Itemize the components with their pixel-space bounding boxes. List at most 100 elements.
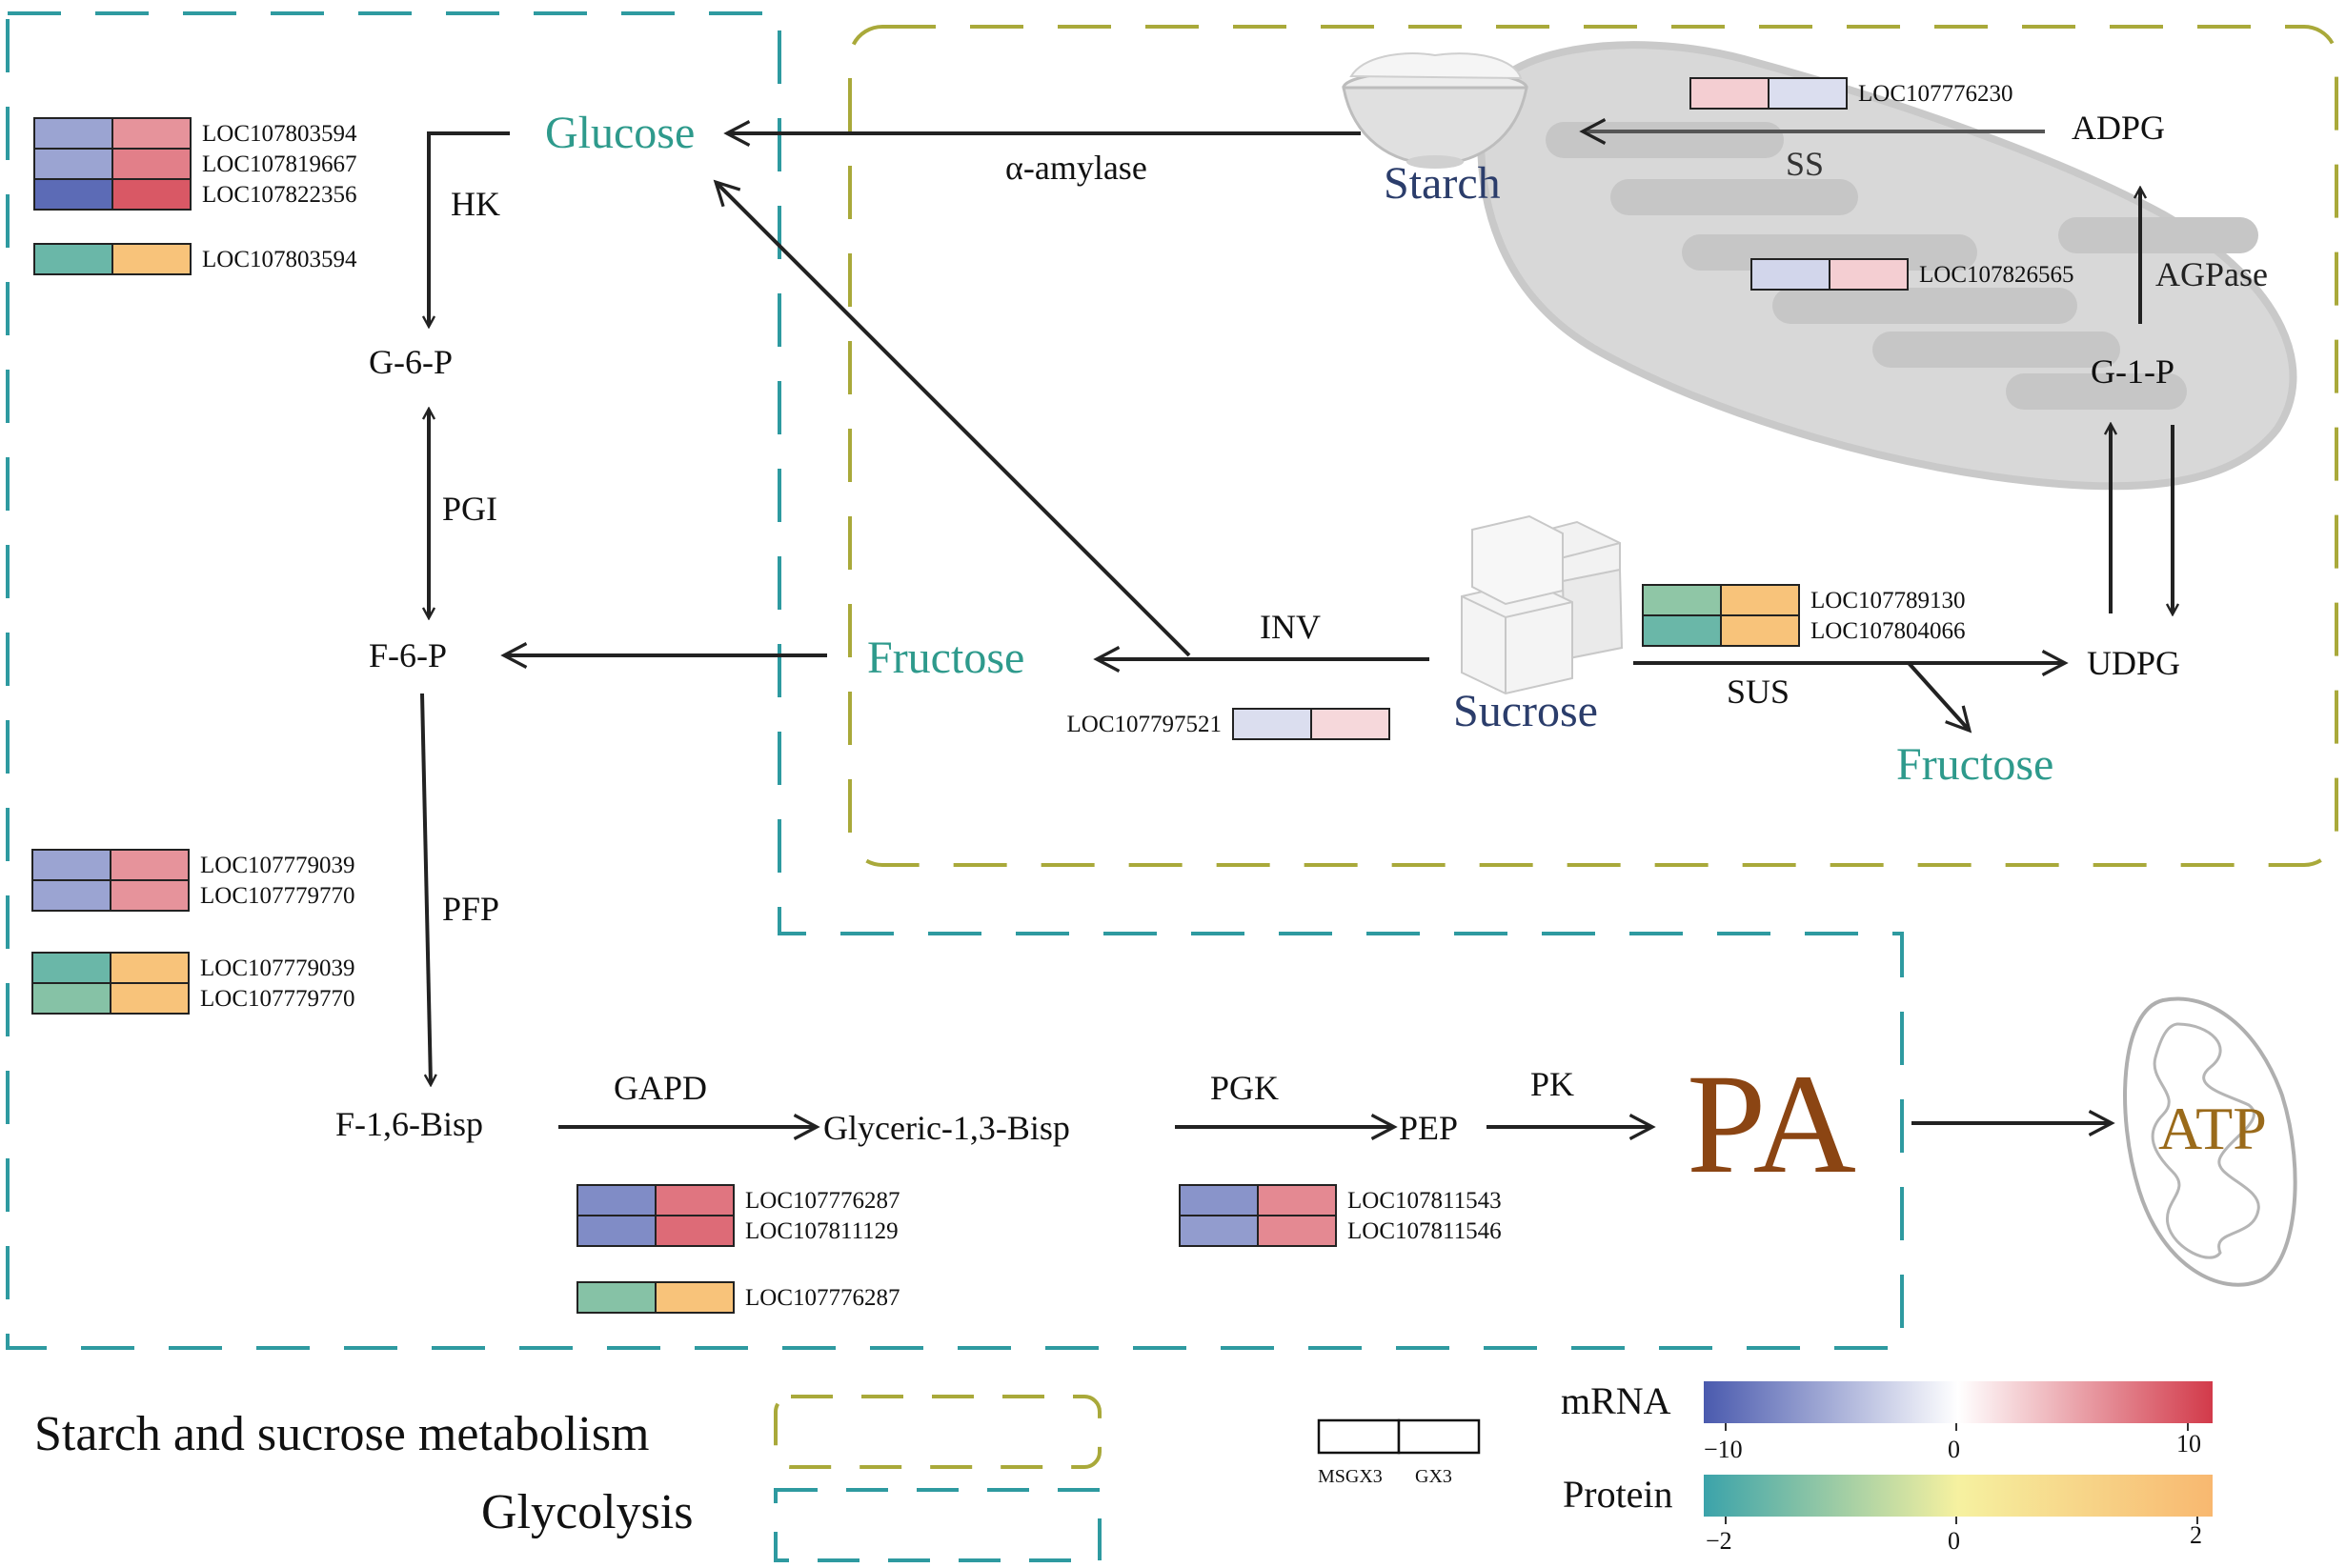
- starch-sucrose-region-border: [848, 25, 2338, 867]
- legend-glycolysis-swatch: [774, 1488, 1102, 1562]
- gene-label: LOC107803594: [202, 121, 357, 147]
- heatmap-cell: [655, 1281, 735, 1314]
- legend-mrna-tick-mid: 0: [1948, 1436, 1960, 1463]
- glyceric-label: Glyceric-1,3-Bisp: [823, 1109, 1070, 1147]
- metabolite-labels: Glucose G-6-P F-6-P F-1,6-Bisp Glyceric-…: [335, 108, 2267, 1203]
- enzyme-pgk: PGK: [1210, 1069, 1279, 1107]
- fructose-right-label: Fructose: [1896, 739, 2053, 790]
- legend-protein-tick-max: 2: [2190, 1521, 2202, 1549]
- gene-label: LOC107826565: [1919, 262, 2074, 288]
- udpg-label: UDPG: [2087, 644, 2180, 682]
- heatmap-cell: [111, 178, 192, 211]
- enzyme-ss: SS: [1786, 145, 1824, 183]
- heatmap-cell: [33, 178, 113, 211]
- heatmap-cell: [111, 117, 192, 150]
- gene-label: LOC107822356: [202, 182, 357, 208]
- enzyme-pk: PK: [1530, 1065, 1574, 1103]
- enzyme-hk: HK: [451, 185, 500, 223]
- gene-label: LOC107803594: [202, 247, 357, 272]
- heatmap-cell: [31, 982, 111, 1015]
- legend-mrna-tick-min: −10: [1704, 1436, 1743, 1463]
- pep-label: PEP: [1399, 1109, 1458, 1147]
- enzyme-pgi: PGI: [442, 490, 497, 528]
- heatmap-cell: [1720, 584, 1800, 616]
- legend-sample-box-left: [1317, 1418, 1401, 1455]
- arrow-inv-to-glucose: [713, 179, 1191, 657]
- pa-label: PA: [1687, 1045, 1856, 1203]
- gene-label: LOC107819667: [202, 151, 357, 177]
- legend-sample-box-right: [1397, 1418, 1481, 1455]
- heatmap-cell: [31, 952, 111, 984]
- arrows: [420, 118, 2173, 1140]
- legend-sample-right: GX3: [1415, 1466, 1452, 1487]
- heatmap-cell: [1689, 77, 1770, 110]
- gene-label: LOC107804066: [1810, 618, 1966, 644]
- gene-label: LOC107776230: [1858, 81, 2013, 107]
- gene-label: LOC107776287: [745, 1188, 900, 1214]
- heatmap-cell: [576, 1281, 657, 1314]
- heatmap-cell: [110, 952, 190, 984]
- gene-label: LOC107779770: [200, 986, 355, 1012]
- legend-mrna-title: mRNA: [1561, 1379, 1671, 1422]
- gene-label: LOC107811543: [1347, 1188, 1502, 1214]
- enzyme-pfp: PFP: [442, 890, 499, 928]
- heatmap-cell: [1179, 1184, 1259, 1216]
- heatmap-cell: [1829, 258, 1909, 291]
- heatmap-cell: [110, 982, 190, 1015]
- legend-mrna-colorbar: [1704, 1381, 2213, 1423]
- adpg-label: ADPG: [2072, 109, 2165, 147]
- heatmap-cell: [1768, 77, 1848, 110]
- gene-label: LOC107779770: [200, 883, 355, 909]
- fructose-left-label: Fructose: [867, 633, 1024, 683]
- gene-label: LOC107789130: [1810, 588, 1966, 613]
- heatmap-cell: [1750, 258, 1830, 291]
- enzyme-gapd: GAPD: [614, 1069, 707, 1107]
- legend-starch-swatch: [774, 1395, 1102, 1469]
- heatmap-cell: [111, 148, 192, 180]
- heatmap-cell: [576, 1184, 657, 1216]
- gene-label: LOC107776287: [745, 1285, 900, 1311]
- legend-protein-tick-min: −2: [1706, 1527, 1732, 1555]
- gene-label: LOC107779039: [200, 955, 355, 981]
- g1p-label: G-1-P: [2091, 352, 2174, 391]
- legend-protein-colorbar: [1704, 1475, 2213, 1517]
- heatmap-cell: [33, 243, 113, 275]
- heatmap-cell: [655, 1215, 735, 1247]
- heatmap-cell: [1720, 614, 1800, 647]
- heatmap-cell: [576, 1215, 657, 1247]
- heatmap-cell: [31, 849, 111, 881]
- heatmap-agpase-mrna: LOC107826565: [1750, 258, 2074, 291]
- glucose-label: Glucose: [545, 108, 695, 158]
- heatmap-cell: [1642, 614, 1722, 647]
- f16bisp-label: F-1,6-Bisp: [335, 1105, 483, 1143]
- starch-bowl-icon: [1342, 52, 1528, 169]
- legend-mrna-tick-max: 10: [2176, 1430, 2201, 1457]
- heatmap-cell: [110, 879, 190, 912]
- expression-heatmaps: LOC107803594LOC107819667LOC107822356LOC1…: [31, 77, 2074, 1314]
- heatmap-cell: [31, 879, 111, 912]
- gene-label: LOC107811546: [1347, 1218, 1502, 1244]
- heatmap-cell: [655, 1184, 735, 1216]
- legend-starch-label: Starch and sucrose metabolism: [34, 1407, 650, 1461]
- gene-label: LOC107779039: [200, 853, 355, 878]
- heatmap-cell: [1232, 708, 1312, 740]
- heatmap-cell: [111, 243, 192, 275]
- legend-glycolysis-label: Glycolysis: [481, 1485, 693, 1539]
- legend-sample-left: MSGX3: [1318, 1466, 1383, 1487]
- heatmap-cell: [1642, 584, 1722, 616]
- enzyme-sus: SUS: [1727, 673, 1790, 711]
- heatmap-cell: [1310, 708, 1390, 740]
- legend-protein-title: Protein: [1563, 1473, 1673, 1516]
- enzyme-agpase: AGPase: [2155, 255, 2268, 293]
- heatmap-inv-mrna: LOC107797521: [1067, 708, 1390, 740]
- legend-protein-tick-mid: 0: [1948, 1527, 1960, 1555]
- arrow-glucose-to-g6p: [429, 131, 510, 326]
- heatmap-ss-mrna: LOC107776230: [1689, 77, 2013, 110]
- sucrose-cubes-icon: [1461, 514, 1624, 695]
- arrow-f6p-to-f16bisp: [420, 693, 431, 1084]
